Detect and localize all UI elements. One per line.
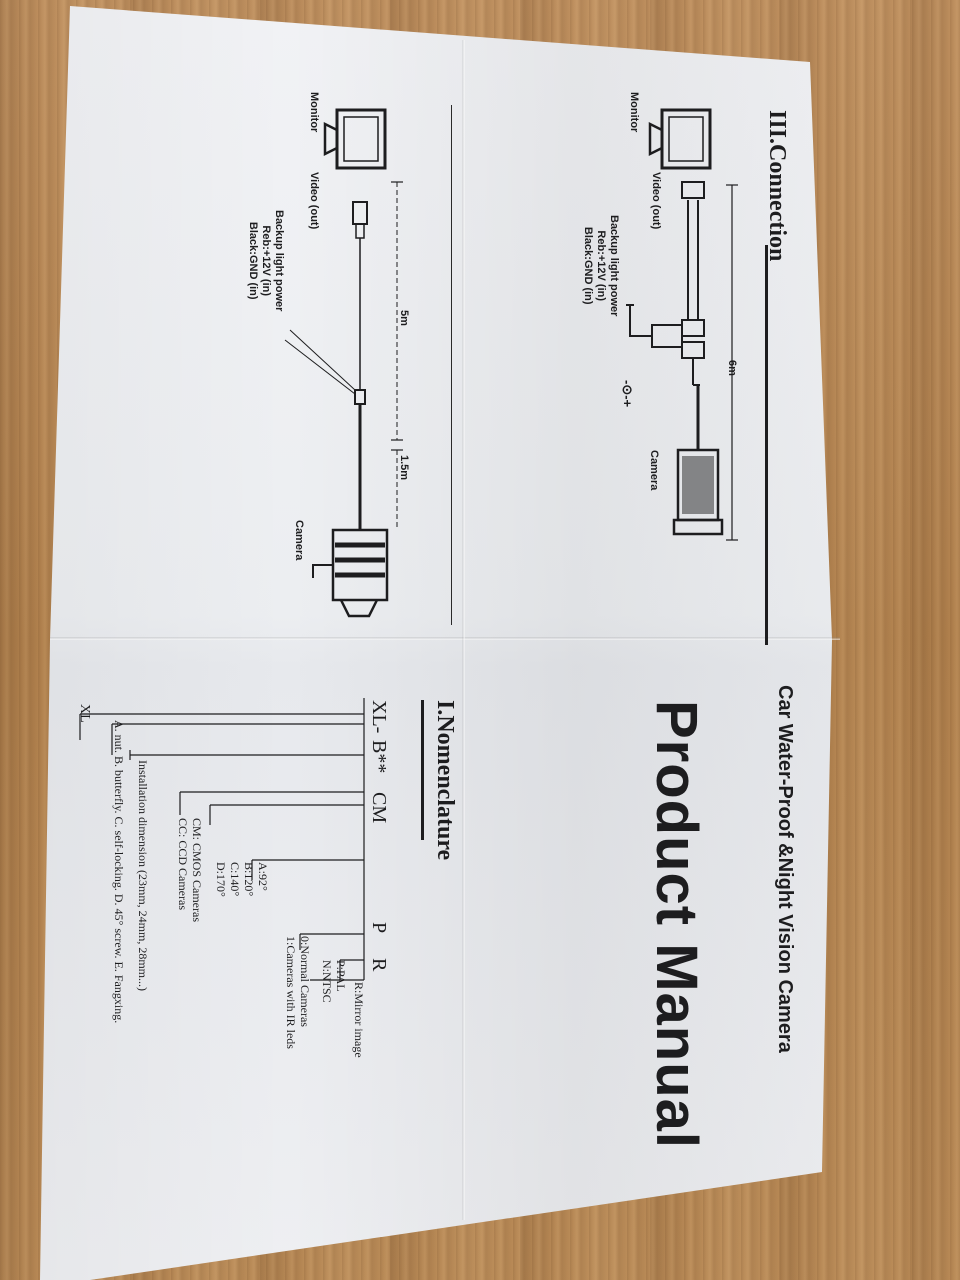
connection-divider bbox=[451, 105, 452, 625]
manual-subtitle: Car Water-Proof &Night Vision Camera bbox=[774, 685, 796, 1053]
note-pal: P:PAL bbox=[334, 960, 348, 992]
camera-icon bbox=[331, 528, 389, 602]
code-part-b: B** bbox=[368, 740, 390, 774]
connection-heading-rule bbox=[765, 245, 768, 645]
note-ir: 1:Cameras with IR leds bbox=[284, 936, 298, 1049]
fold-crease-vertical bbox=[462, 40, 465, 1220]
monitor-icon bbox=[660, 108, 712, 170]
code-part-cm: CM bbox=[368, 792, 390, 824]
connection-heading: III.Connection bbox=[764, 110, 790, 262]
nomenclature-tree-lines bbox=[79, 698, 365, 981]
rca-connector-icon bbox=[681, 181, 705, 199]
fold-crease-horizontal bbox=[50, 637, 840, 640]
note-ntsc: N:NTSC bbox=[320, 960, 334, 1003]
manual-title: Product Manual bbox=[644, 700, 709, 1150]
diagram1-length: 6m bbox=[726, 360, 738, 376]
diagram2-length-tail: 1.5m bbox=[398, 455, 410, 481]
nomenclature-heading-rule bbox=[421, 700, 424, 840]
note-ccd: CC: CCD Cameras bbox=[176, 818, 190, 910]
diagram1-power-block: Backup light power Reb:+12V (in) Black:G… bbox=[582, 215, 620, 317]
note-xl: XL bbox=[77, 704, 92, 723]
diagram2-power-block: Backup light power Reb:+12V (in) Black:G… bbox=[247, 210, 285, 312]
manual-content: III.Connection 6m Monitor Video (out) Ba… bbox=[50, 60, 810, 1210]
connection-diagram-6m bbox=[626, 108, 738, 541]
note-normal: 0:Normal Cameras bbox=[298, 936, 312, 1027]
diagram2-video-label: Video (out) bbox=[308, 172, 320, 230]
note-angle-d: D:170° bbox=[214, 862, 228, 897]
note-install: Installation dimension (23mm, 24mm, 28mm… bbox=[136, 760, 150, 991]
code-part-p: P bbox=[368, 922, 390, 934]
note-angle-b: B:120° bbox=[242, 862, 256, 897]
diagram2-camera-label: Camera bbox=[293, 520, 305, 561]
rca-connector-icon bbox=[352, 201, 368, 225]
diagram2-length-main: 5m bbox=[398, 310, 410, 326]
diagram1-camera-label: Camera bbox=[648, 450, 660, 491]
nomenclature-heading: I.Nomenclature bbox=[432, 700, 458, 861]
connection-diagram-5m bbox=[284, 108, 403, 618]
note-cmos: CM: CMOS Cameras bbox=[190, 818, 204, 923]
code-part-xl: XL- bbox=[368, 700, 390, 734]
note-angle-a: A:92° bbox=[256, 862, 270, 891]
diagram1-video-label: Video (out) bbox=[650, 172, 662, 230]
monitor-icon bbox=[335, 108, 387, 170]
dc-polarity-symbol: -⊙-+ bbox=[620, 380, 635, 408]
code-part-r: R bbox=[368, 958, 390, 972]
note-angle-c: C:140° bbox=[228, 862, 242, 897]
diagram2-monitor-label: Monitor bbox=[308, 92, 320, 133]
diagram1-monitor-label: Monitor bbox=[628, 92, 640, 133]
note-types: A. nut. B. butterfly. C. self-locking. D… bbox=[112, 720, 126, 1024]
note-mirror: R:Mirror image bbox=[352, 982, 366, 1058]
